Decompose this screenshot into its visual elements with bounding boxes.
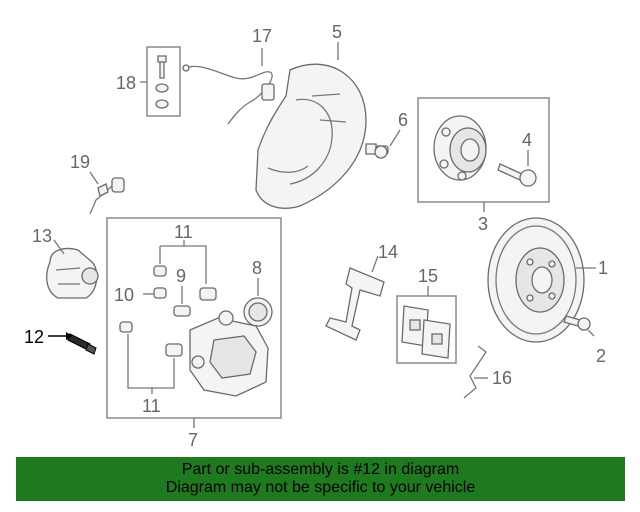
- callout-1: 1: [598, 258, 608, 278]
- part-2-rotor-screw[interactable]: [563, 315, 591, 331]
- part-3-hub-bearing[interactable]: [433, 115, 487, 181]
- callout-11-bottom: 11: [142, 396, 161, 416]
- part-16-wear-indicator[interactable]: [463, 345, 487, 399]
- part-6-shield-bolt[interactable]: [365, 143, 389, 159]
- brake-pads-box: [396, 295, 457, 364]
- callout-3: 3: [478, 214, 488, 234]
- callout-8: 8: [252, 258, 262, 278]
- callout-4: 4: [522, 130, 532, 150]
- info-banner: Part or sub-assembly is #12 in diagram D…: [16, 457, 625, 501]
- part-5-splash-shield[interactable]: [255, 63, 367, 209]
- part-13-parking-actuator[interactable]: [46, 247, 99, 299]
- banner-line-part: Part or sub-assembly is #12 in diagram: [181, 461, 460, 478]
- callout-7: 7: [188, 430, 198, 450]
- callout-14: 14: [378, 242, 398, 262]
- parts-diagram: 18 17 5 6 4 3: [24, 22, 608, 450]
- callout-5: 5: [332, 22, 342, 42]
- callout-17: 17: [252, 26, 272, 46]
- callout-10: 10: [114, 285, 134, 305]
- callout-19: 19: [70, 152, 90, 172]
- callout-6: 6: [398, 110, 408, 130]
- part-8-piston-seal[interactable]: [243, 297, 273, 327]
- part-19-bleeder-screw[interactable]: [89, 177, 125, 215]
- part-18-hardware-kit[interactable]: [146, 46, 181, 117]
- part-1-brake-rotor[interactable]: [487, 217, 585, 343]
- callout-9: 9: [176, 266, 186, 286]
- part-12-caliper-bracket-bolt[interactable]: [67, 333, 97, 355]
- part-10-guide-bolt[interactable]: [153, 287, 167, 299]
- part-11-guide-pin-lower[interactable]: [119, 321, 183, 357]
- part-14-pad-spring-clip[interactable]: [325, 267, 385, 341]
- part-9-guide-pin[interactable]: [173, 305, 191, 317]
- callout-11-top: 11: [174, 222, 193, 242]
- part-11-guide-pin-boot[interactable]: [153, 265, 217, 301]
- part-15-brake-pads[interactable]: [401, 305, 451, 359]
- callout-13: 13: [32, 226, 52, 246]
- callout-18: 18: [116, 73, 136, 93]
- banner-line-disclaimer: Diagram may not be specific to your vehi…: [165, 479, 476, 496]
- callout-12: 12: [24, 327, 44, 347]
- part-7-caliper[interactable]: [189, 310, 269, 397]
- part-17-wear-sensor-wire[interactable]: [182, 64, 275, 125]
- part-4-hub-bolt[interactable]: [497, 163, 537, 187]
- callout-2: 2: [596, 346, 606, 366]
- callout-15: 15: [418, 266, 438, 286]
- callout-16: 16: [492, 368, 512, 388]
